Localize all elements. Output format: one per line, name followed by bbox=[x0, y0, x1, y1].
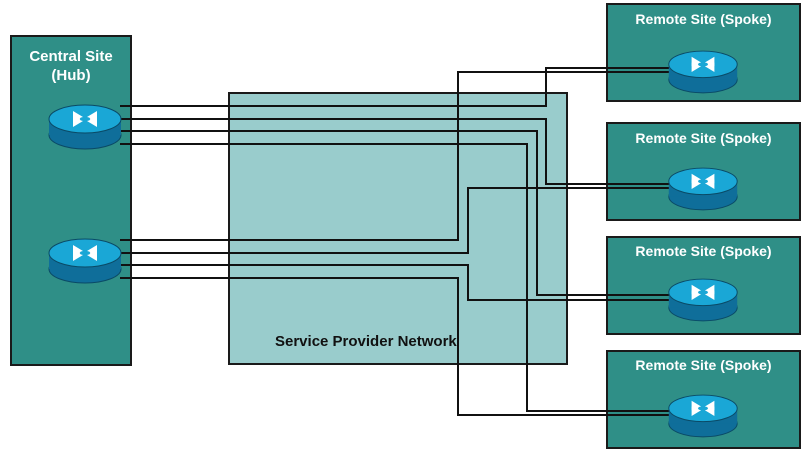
router-icon bbox=[48, 238, 122, 284]
router-icon bbox=[48, 104, 122, 150]
remote-site-label-3: Remote Site (Spoke) bbox=[635, 243, 772, 259]
link-hub2-spoke3 bbox=[120, 264, 672, 301]
central-site-title: Central Site (Hub) bbox=[10, 47, 132, 85]
remote-site-label-1: Remote Site (Spoke) bbox=[635, 11, 772, 27]
link-hub1-spoke1 bbox=[120, 67, 672, 107]
central-site-title-line2: (Hub) bbox=[51, 67, 91, 84]
remote-site-label-2: Remote Site (Spoke) bbox=[635, 130, 772, 146]
central-site-box bbox=[10, 35, 132, 366]
link-hub2-spoke2 bbox=[120, 187, 672, 254]
service-provider-network-label: Service Provider Network bbox=[275, 333, 457, 350]
router-icon bbox=[668, 50, 738, 94]
router-icon bbox=[668, 167, 738, 211]
link-hub1-spoke3 bbox=[120, 130, 672, 296]
central-site-title-line1: Central Site bbox=[29, 48, 113, 65]
router-icon bbox=[668, 278, 738, 322]
link-hub1-spoke2 bbox=[120, 118, 672, 185]
link-hub2-spoke1 bbox=[120, 71, 672, 241]
link-hub2-spoke4 bbox=[120, 277, 672, 416]
service-provider-network-box bbox=[228, 92, 568, 365]
remote-site-label-4: Remote Site (Spoke) bbox=[635, 357, 772, 373]
link-hub1-spoke4 bbox=[120, 143, 672, 412]
router-icon bbox=[668, 394, 738, 438]
